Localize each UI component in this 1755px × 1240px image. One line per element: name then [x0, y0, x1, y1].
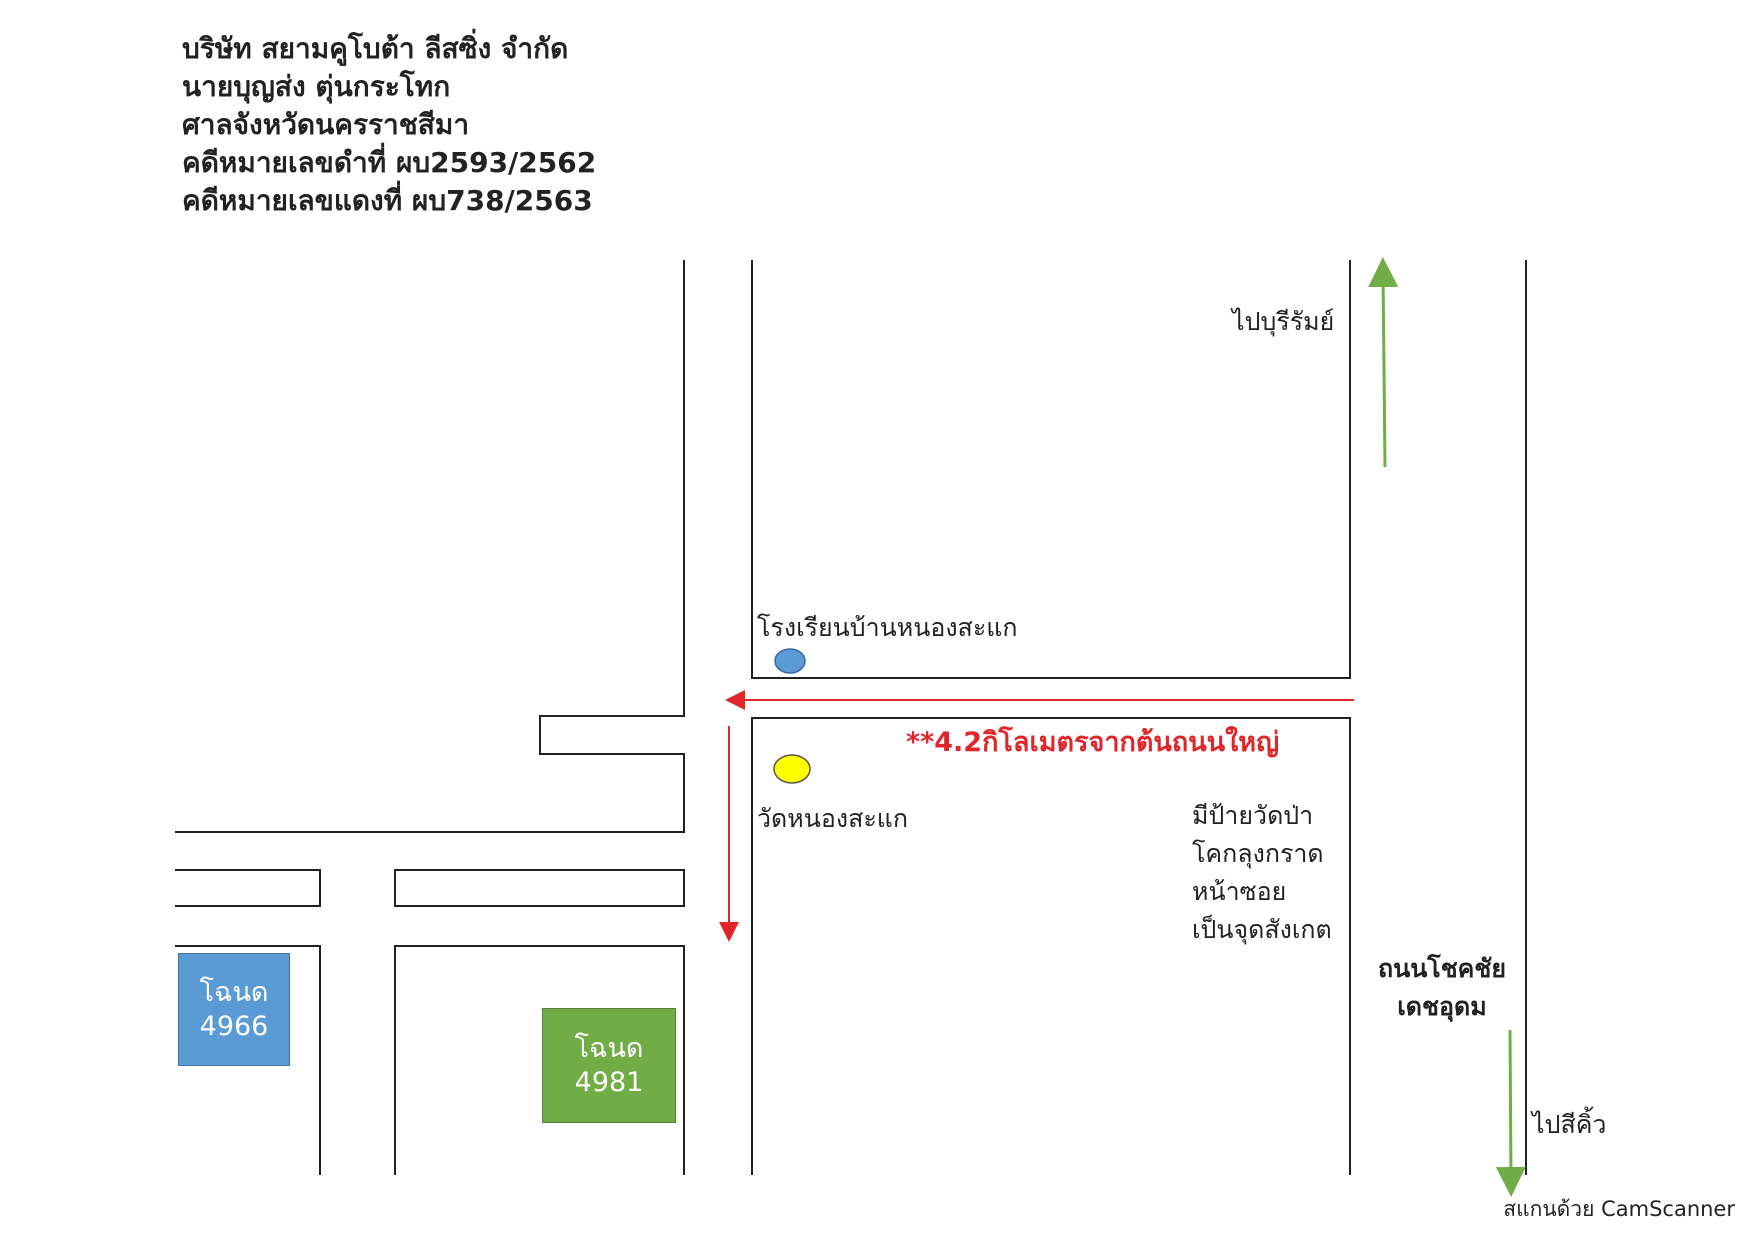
block-temple — [751, 717, 1351, 1175]
direction-arrow-buriram — [1368, 257, 1399, 468]
plot-title: โฉนด — [574, 1032, 644, 1064]
company-name: บริษัท สยามคูโบต้า ลีสซิ่ง จำกัด — [182, 32, 569, 65]
block-middle-bottom — [394, 945, 685, 1175]
highway-name: ถนนโชคชัย เดชอุดม — [1358, 950, 1526, 1026]
to-sikhio-label: ไปสีคิ้ว — [1532, 1110, 1607, 1139]
red-case-number: คดีหมายเลขแดงที่ ผบ738/2563 — [182, 184, 593, 217]
landmark-line: โคกลุงกราด — [1192, 839, 1324, 868]
distance-label: **4.2กิโลเมตรจากต้นถนนใหญ่ — [906, 727, 1280, 758]
temple-marker — [773, 754, 811, 784]
defendant-name: นายบุญส่ง ตุ่นกระโทก — [182, 70, 451, 103]
landmark-line: มีป้ายวัดป่า — [1192, 801, 1314, 830]
block-middle-top — [394, 869, 685, 907]
land-plot-4981: โฉนด 4981 — [542, 1008, 676, 1123]
case-header: บริษัท สยามคูโบต้า ลีสซิ่ง จำกัด นายบุญส… — [182, 30, 596, 220]
road-outlines — [175, 260, 1527, 1175]
block-left-top — [175, 869, 321, 907]
land-plot-4966: โฉนด 4966 — [178, 953, 290, 1066]
school-marker — [774, 648, 806, 674]
scanner-watermark: สแกนด้วย CamScanner — [1503, 1197, 1735, 1221]
block-school — [751, 260, 1351, 679]
school-label: โรงเรียนบ้านหนองสะแก — [757, 613, 1018, 642]
direction-arrow-sikhio — [1495, 1029, 1526, 1197]
plot-number: 4966 — [199, 1010, 269, 1042]
landmark-note: มีป้ายวัดป่า โคกลุงกราด หน้าซอย เป็นจุดส… — [1192, 797, 1332, 949]
block-left-bottom — [175, 945, 321, 1175]
landmark-line: เป็นจุดสังเกต — [1192, 915, 1332, 944]
court-name: ศาลจังหวัดนครราชสีมา — [182, 108, 470, 141]
plot-number: 4981 — [574, 1066, 644, 1098]
highway-name-line: ถนนโชคชัย — [1377, 954, 1507, 983]
plot-title: โฉนด — [199, 976, 269, 1008]
black-case-number: คดีหมายเลขดำที่ ผบ2593/2562 — [182, 146, 597, 179]
temple-label: วัดหนองสะแก — [757, 804, 909, 833]
landmark-line: หน้าซอย — [1192, 877, 1287, 906]
to-buriram-label: ไปบุรีรัมย์ — [1232, 307, 1335, 336]
soi-left-edge-upper — [175, 260, 685, 833]
highway-name-line: เดชอุดม — [1397, 992, 1487, 1021]
